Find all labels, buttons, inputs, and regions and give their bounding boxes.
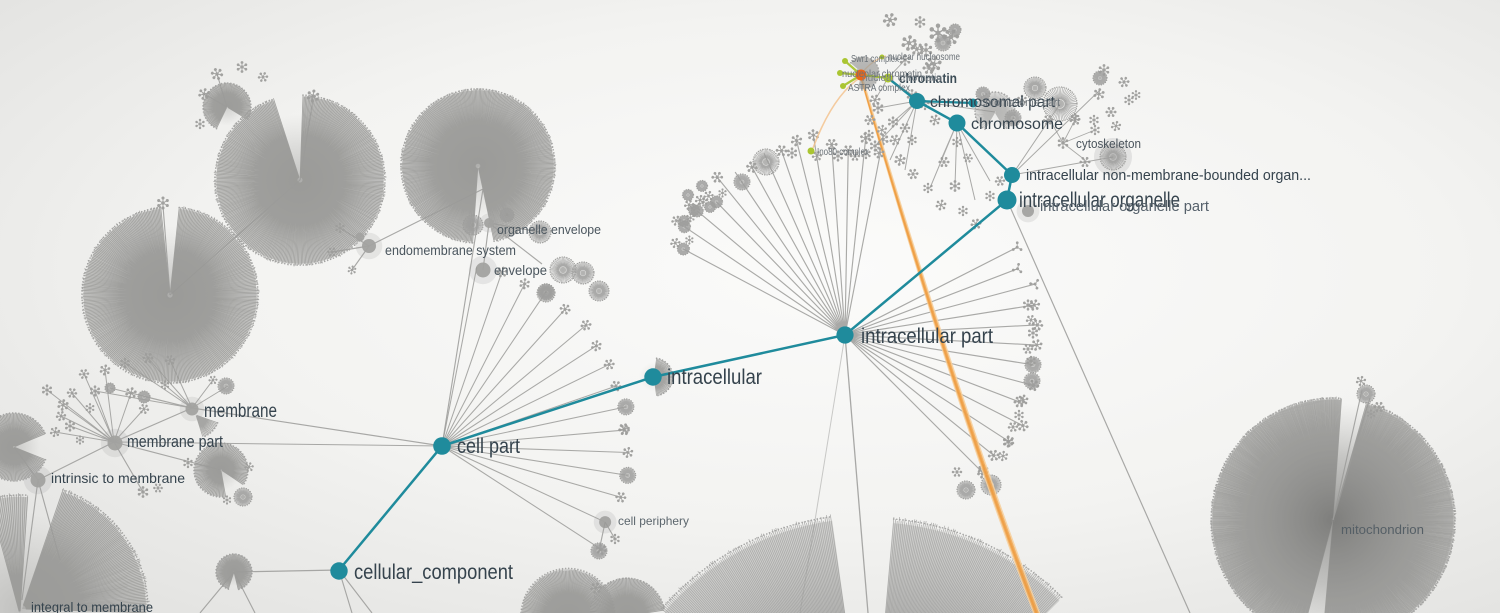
svg-text:organelle envelope: organelle envelope [497,222,601,237]
svg-text:membrane part: membrane part [127,432,223,451]
svg-text:intracellular: intracellular [667,366,762,389]
svg-text:envelope: envelope [494,263,547,278]
svg-text:cytoskeleton: cytoskeleton [1076,136,1141,151]
svg-text:intracellular part: intracellular part [861,325,993,348]
svg-text:Ino80 complex: Ino80 complex [817,146,870,158]
svg-text:cell part: cell part [457,435,520,458]
svg-text:Swr1 complex: Swr1 complex [851,53,900,65]
svg-text:integral to membrane: integral to membrane [31,599,153,613]
svg-text:endomembrane system: endomembrane system [385,242,516,258]
svg-text:cell periphery: cell periphery [618,514,689,528]
svg-text:chromosome part: chromosome part [980,97,1060,109]
svg-text:cellular_component: cellular_component [354,561,513,584]
svg-text:membrane: membrane [204,401,277,422]
svg-text:ASTRA complex: ASTRA complex [848,82,911,94]
svg-text:intracellular organelle: intracellular organelle [1019,189,1180,212]
svg-text:intracellular non-membrane-bou: intracellular non-membrane-bounded organ… [1026,167,1311,184]
svg-text:nucleolar chromatin: nucleolar chromatin [842,68,922,80]
svg-text:chromatin: chromatin [899,70,957,86]
svg-text:chromosome: chromosome [971,116,1063,133]
svg-text:chromosomal part: chromosomal part [930,94,1056,111]
svg-text:intrinsic to membrane: intrinsic to membrane [51,470,185,486]
svg-text:intracellular organelle part: intracellular organelle part [1040,199,1209,215]
svg-text:nuclear chromatin: nuclear chromatin [862,72,942,84]
svg-text:nuclear nucleosome: nuclear nucleosome [888,51,960,63]
svg-text:mitochondrion: mitochondrion [1341,522,1424,537]
